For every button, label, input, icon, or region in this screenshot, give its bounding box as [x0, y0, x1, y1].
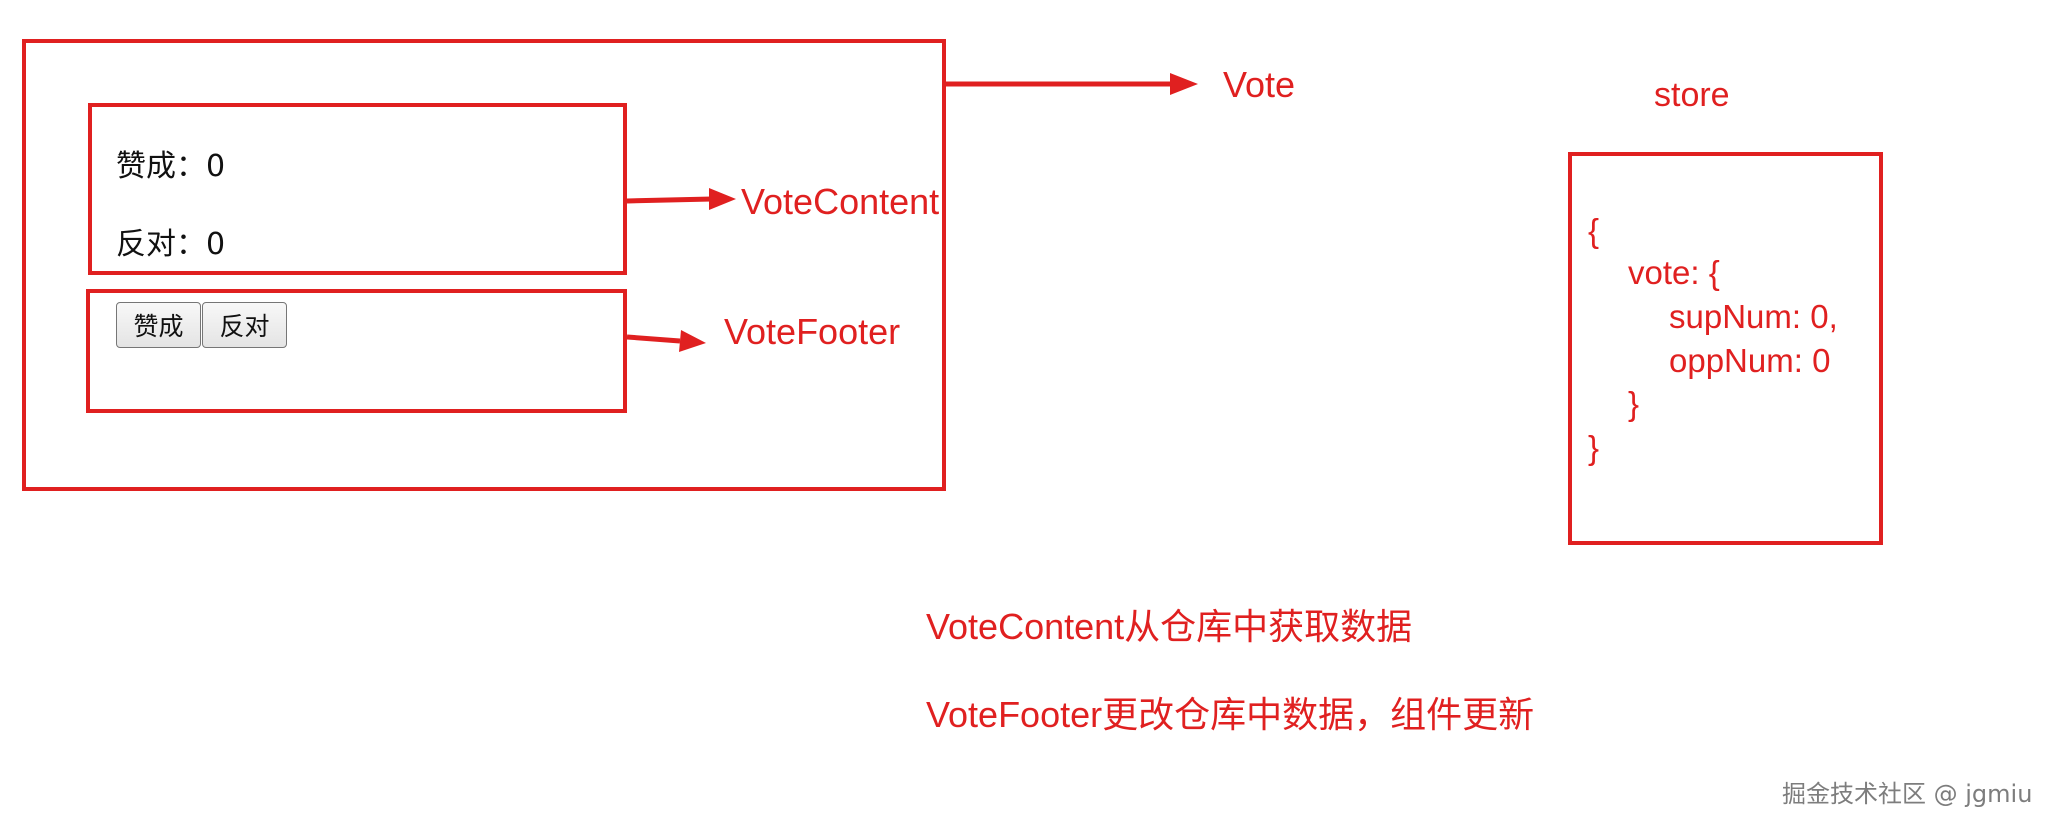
arrow-to-votecontent-label [626, 196, 713, 204]
arrowhead-votefooter [679, 330, 706, 352]
store-code-line: } [1628, 385, 1640, 422]
store-title: store [1654, 76, 1730, 114]
oppose-button[interactable]: 反对 [202, 302, 287, 348]
vote-component-box [22, 39, 946, 491]
note-votefooter-updates: VoteFooter更改仓库中数据，组件更新 [926, 694, 1535, 735]
oppose-count-text: 反对：0 [116, 227, 226, 262]
vote-footer-box [86, 289, 627, 413]
watermark-text: 掘金技术社区 @ jgmiu [1782, 780, 2033, 808]
arrow-to-votefooter-label [626, 334, 681, 344]
store-code-line: supNum: 0, [1669, 298, 1838, 335]
vote-content-box [88, 103, 627, 275]
store-code-line: vote: { [1628, 254, 1720, 291]
support-button[interactable]: 赞成 [116, 302, 201, 348]
note-votecontent-reads: VoteContent从仓库中获取数据 [926, 606, 1413, 647]
store-code-line: oppNum: 0 [1669, 342, 1831, 379]
store-code-line: } [1588, 429, 1600, 466]
vote-label: Vote [1223, 64, 1296, 105]
support-count-text: 赞成：0 [116, 149, 226, 184]
arrowhead-votecontent [709, 188, 736, 210]
arrowhead-vote [1170, 73, 1198, 95]
votefooter-label: VoteFooter [724, 311, 901, 352]
store-box [1568, 152, 1883, 545]
store-code-line: { [1588, 212, 1600, 249]
votecontent-label: VoteContent [741, 181, 940, 222]
